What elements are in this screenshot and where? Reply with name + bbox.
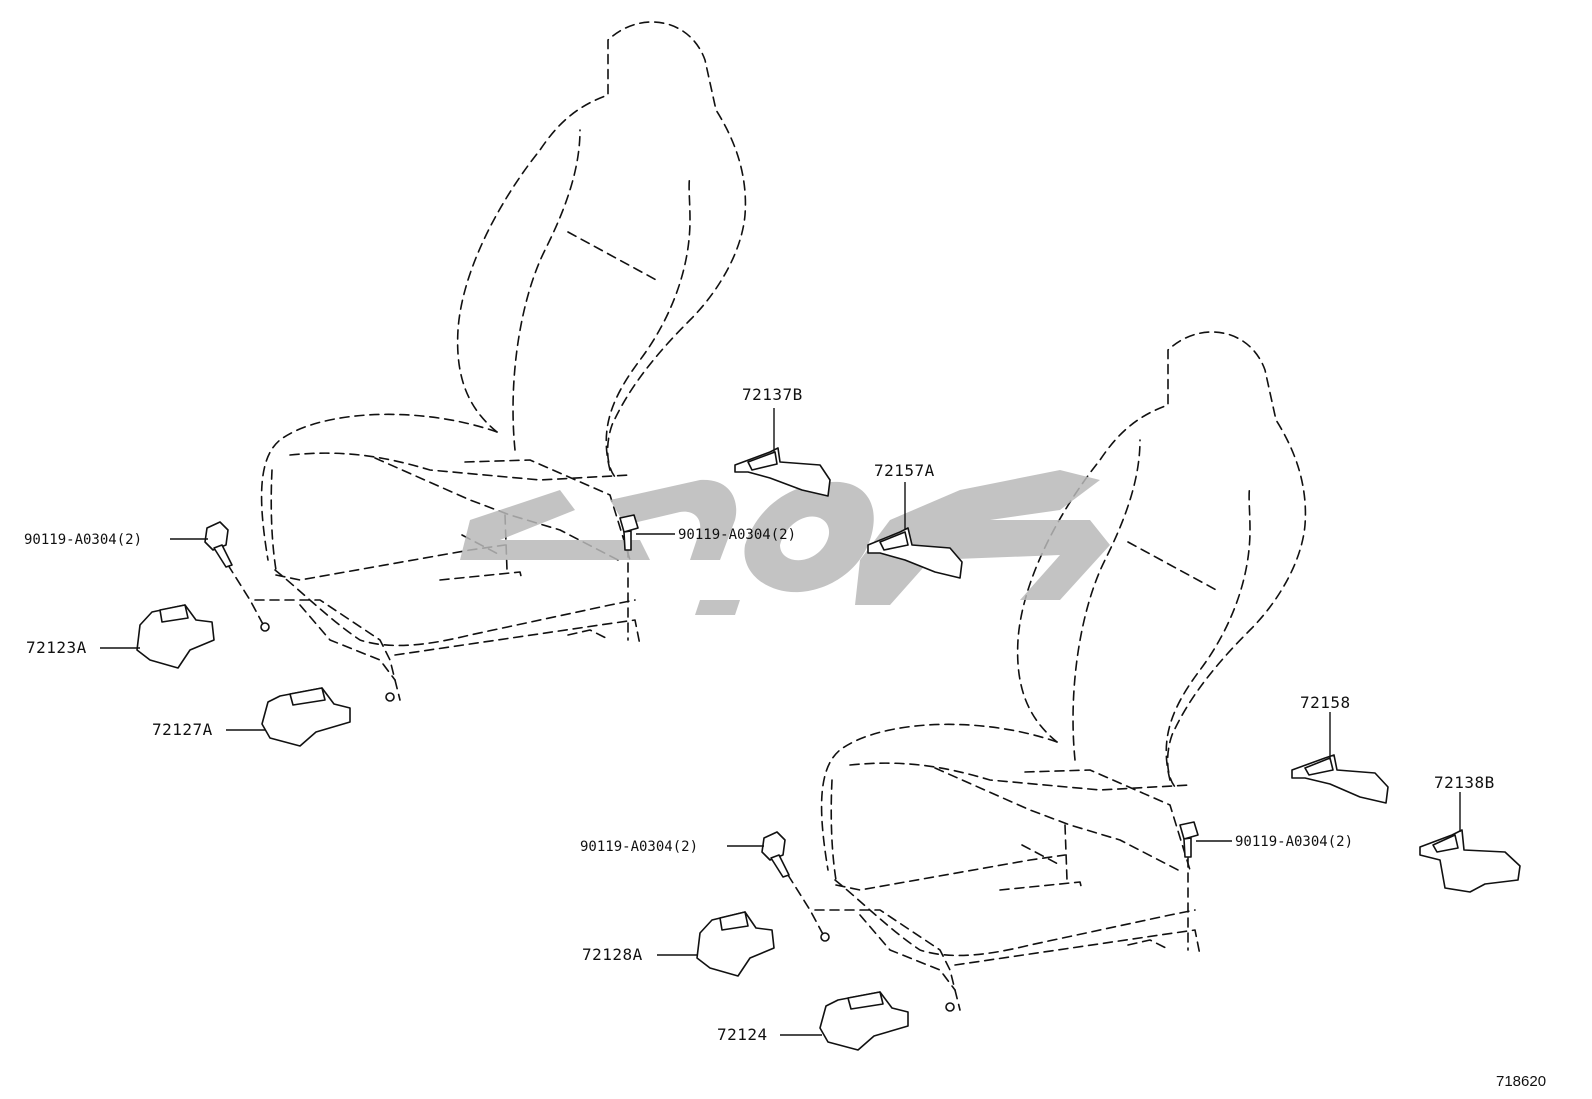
part-label-72123A[interactable]: 72123A [26,638,87,657]
part-72123A-shape [136,604,215,669]
bolt-right-front [761,831,790,878]
right-seat-outline [787,331,1307,1012]
part-label-90119-left-rear[interactable]: 90119-A0304(2) [678,527,796,543]
part-label-72158[interactable]: 72158 [1300,693,1351,712]
part-72127A-shape [261,687,351,747]
part-72137B-shape [734,447,831,497]
left-seat-outline [227,21,747,702]
diagram-id: 718620 [1496,1073,1546,1090]
part-label-72124[interactable]: 72124 [717,1025,768,1044]
part-72158-shape [1291,754,1389,804]
part-label-72127A[interactable]: 72127A [152,720,213,739]
leader-lines [100,408,1461,1036]
part-72128A-shape [696,911,775,977]
part-label-72138B[interactable]: 72138B [1434,773,1495,792]
part-label-72137B[interactable]: 72137B [742,385,803,404]
part-72138B-shape [1419,829,1521,893]
part-72124-shape [819,991,909,1051]
bolt-left-front [204,521,233,568]
watermark-logo [460,470,1110,615]
part-72157A-shape [867,527,963,579]
part-label-90119-right-front[interactable]: 90119-A0304(2) [580,839,698,855]
part-label-72157A[interactable]: 72157A [874,461,935,480]
part-label-90119-left-front[interactable]: 90119-A0304(2) [24,532,142,548]
bolt-left-rear [619,514,639,551]
bolt-right-rear [1179,821,1199,858]
part-label-90119-right-rear[interactable]: 90119-A0304(2) [1235,834,1353,850]
part-label-72128A[interactable]: 72128A [582,945,643,964]
